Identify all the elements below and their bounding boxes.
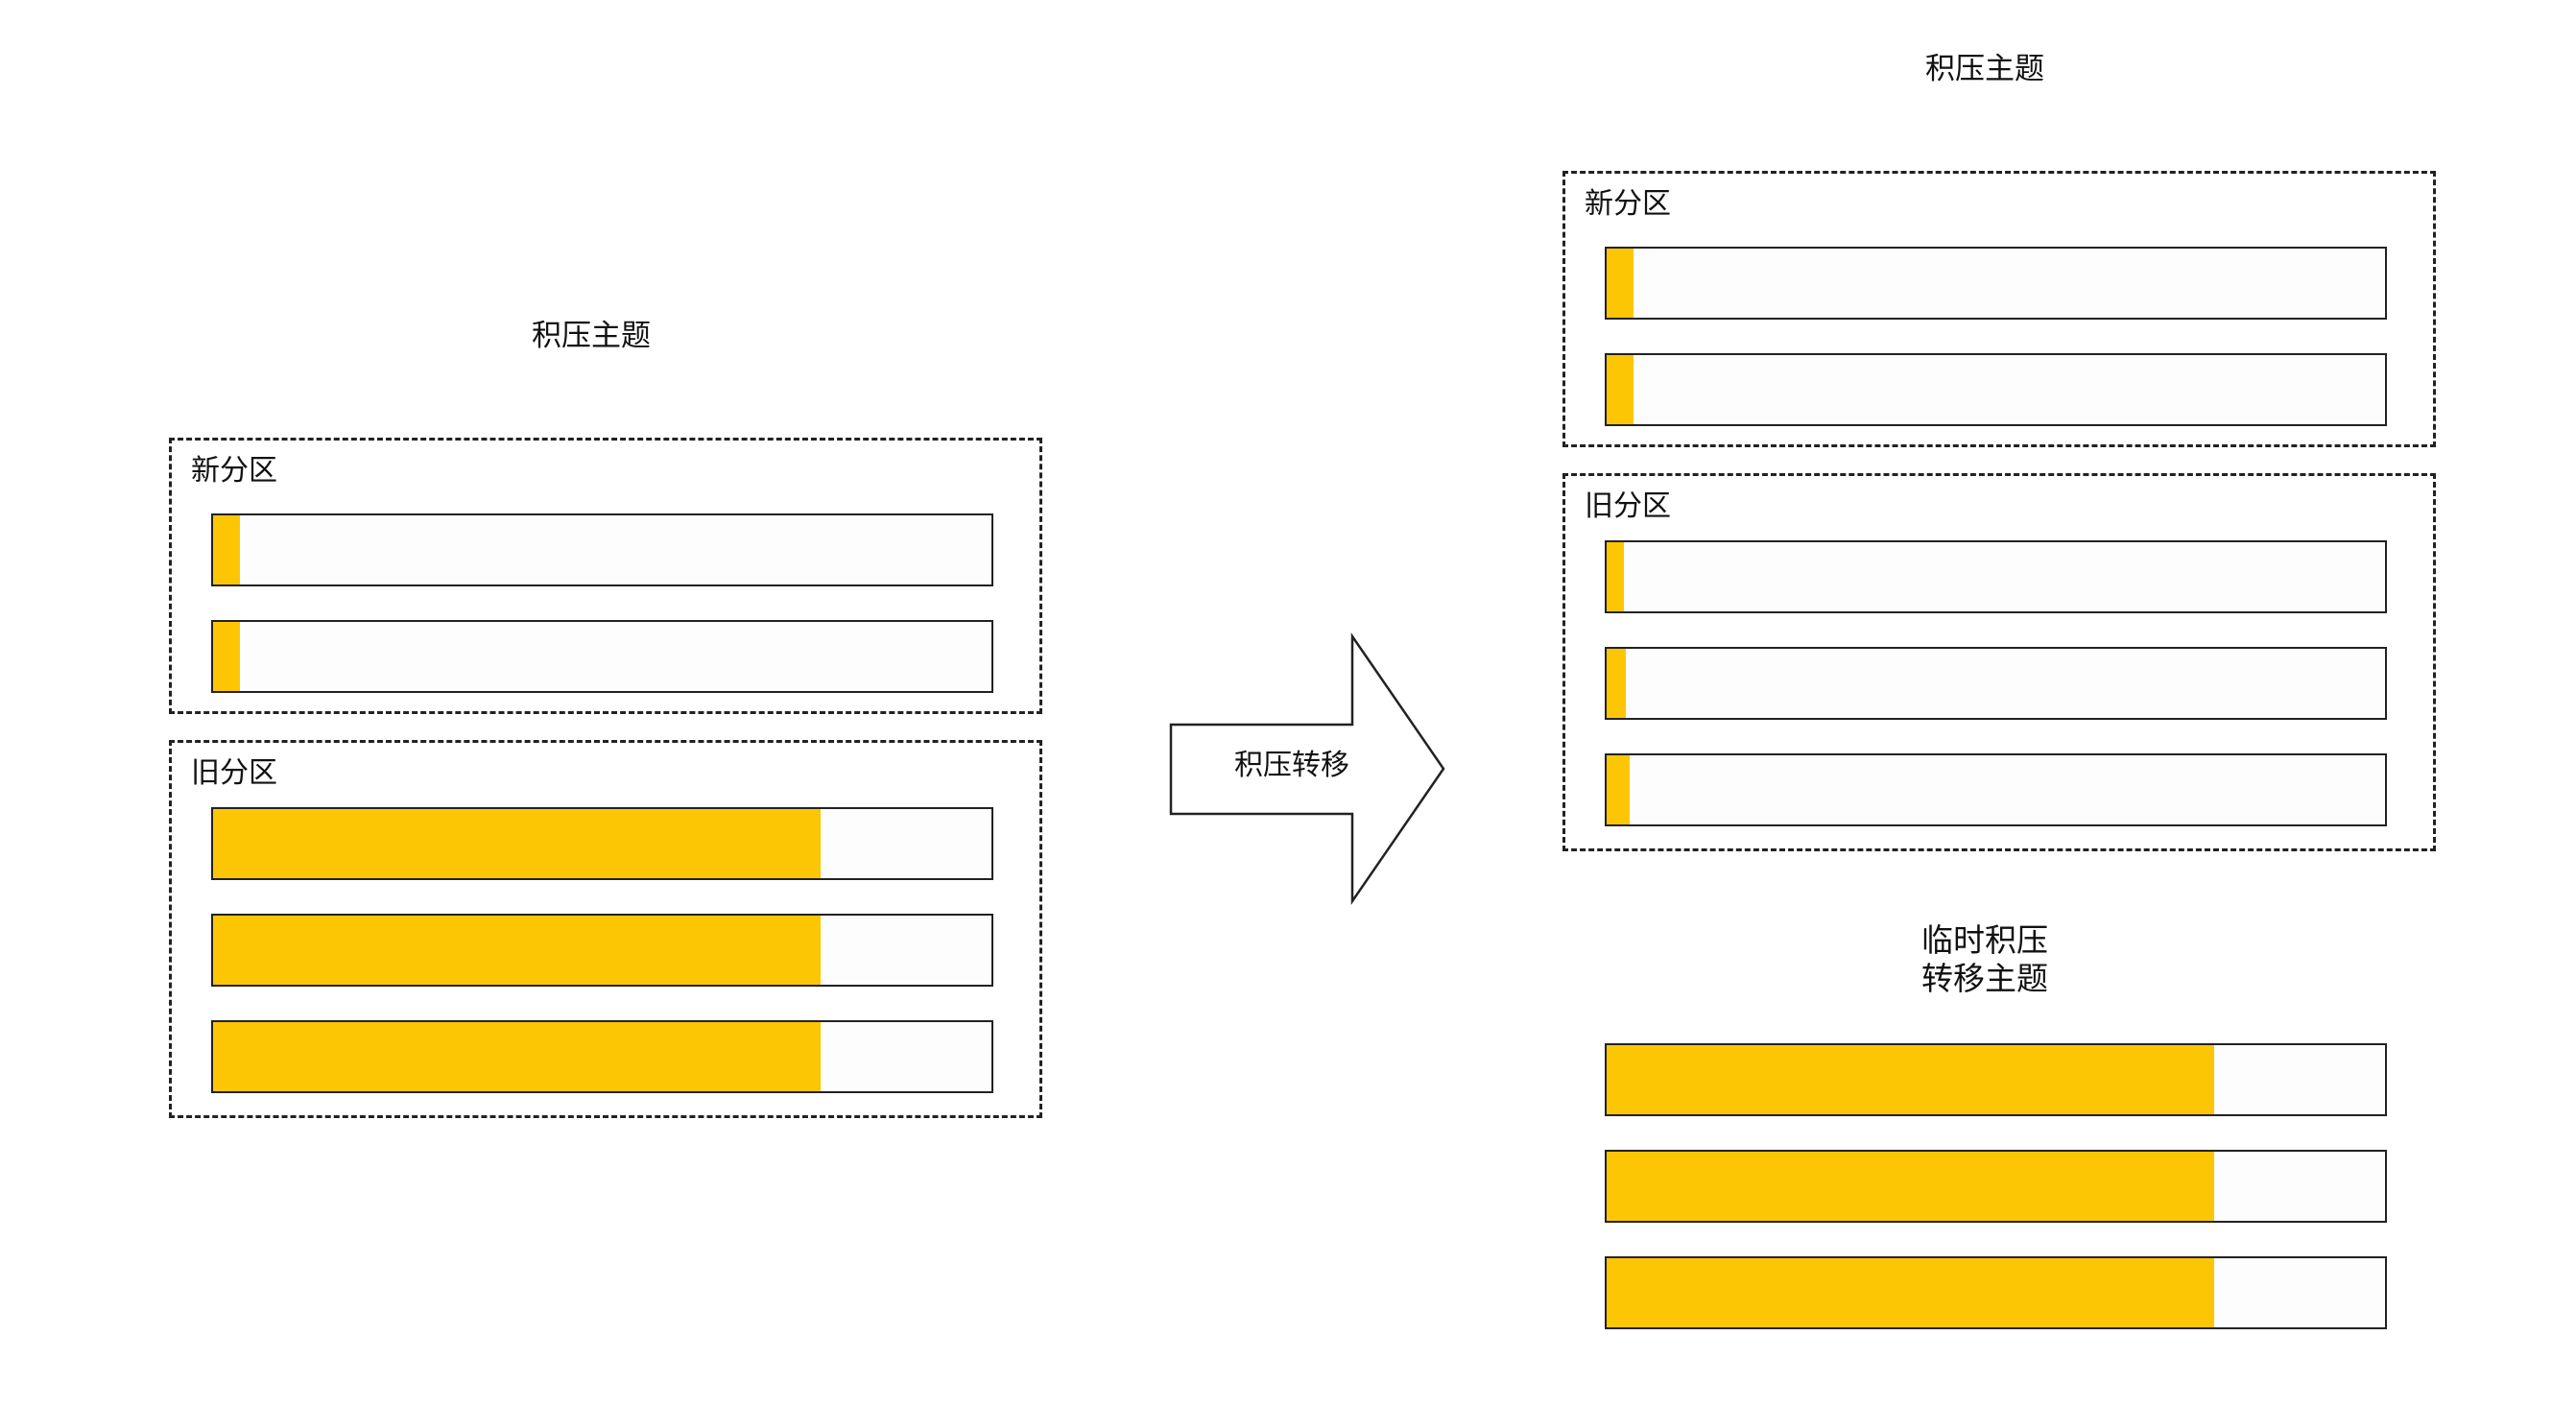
temp-partition-bar-3 [1605, 1256, 2387, 1329]
left-old-partition-bar-1 [211, 807, 993, 880]
left-old-partitions-group: 旧分区 [169, 740, 1042, 1118]
left-new-partition-bar-2 [211, 620, 993, 693]
left-old-partition-fill-3 [213, 1022, 821, 1091]
temp-partition-fill-3 [1607, 1258, 2214, 1327]
right-old-partitions-label: 旧分区 [1585, 489, 1671, 523]
left-new-partition-fill-1 [213, 515, 241, 584]
right-topic-title: 积压主题 [1925, 52, 2044, 86]
temp-topic-title-line1: 临时积压 [1921, 921, 2048, 959]
left-old-partition-fill-1 [213, 809, 821, 878]
left-old-partition-bar-2 [211, 914, 993, 987]
right-new-partition-fill-1 [1607, 249, 1634, 318]
right-old-partition-bar-2 [1605, 647, 2387, 720]
left-new-partitions-label: 新分区 [191, 454, 277, 488]
transfer-arrow-shape [1169, 632, 1445, 906]
right-new-partitions-group: 新分区 [1562, 171, 2436, 447]
right-new-partitions-label: 新分区 [1585, 187, 1671, 221]
temp-partition-fill-1 [1607, 1045, 2214, 1114]
right-old-partitions-group: 旧分区 [1562, 473, 2436, 851]
right-new-partition-fill-2 [1607, 355, 1634, 424]
transfer-arrow [1169, 632, 1445, 906]
right-new-partition-bar-2 [1605, 353, 2387, 426]
temp-partition-bar-1 [1605, 1043, 2387, 1116]
temp-topic-title-line2: 转移主题 [1921, 960, 2048, 997]
left-topic-title: 积压主题 [532, 319, 651, 353]
left-new-partition-bar-1 [211, 513, 993, 586]
transfer-arrow-label: 积压转移 [1234, 749, 1349, 782]
temp-partition-bar-2 [1605, 1150, 2387, 1223]
temp-topic-title: 临时积压 转移主题 [1793, 921, 2177, 998]
left-new-partitions-group: 新分区 [169, 438, 1042, 714]
right-new-partition-bar-1 [1605, 247, 2387, 320]
temp-partition-fill-2 [1607, 1152, 2214, 1221]
left-new-partition-fill-2 [213, 622, 241, 691]
right-old-partition-fill-3 [1607, 755, 1631, 824]
right-old-partition-fill-1 [1607, 542, 1624, 611]
left-old-partitions-label: 旧分区 [191, 756, 277, 790]
right-old-partition-fill-2 [1607, 649, 1627, 718]
right-old-partition-bar-1 [1605, 540, 2387, 613]
left-old-partition-bar-3 [211, 1020, 993, 1093]
left-old-partition-fill-2 [213, 916, 821, 985]
right-old-partition-bar-3 [1605, 753, 2387, 826]
